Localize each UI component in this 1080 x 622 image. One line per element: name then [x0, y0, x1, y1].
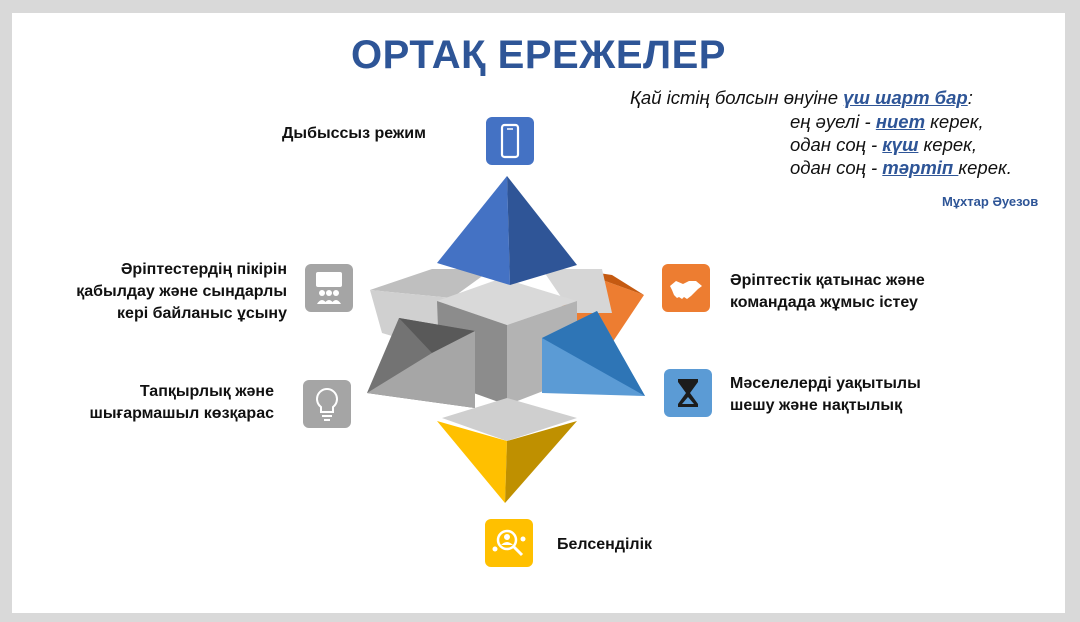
rule-feedback: Әріптестердің пікірін қабылдау және сынд…: [42, 259, 287, 325]
quote-text: одан соң -: [790, 157, 883, 178]
quote-text: ең әуелі -: [790, 111, 876, 132]
feedback-meeting-icon: [305, 264, 353, 312]
star-cube-diagram: [367, 176, 645, 503]
rule-creativity: Тапқырлық және шығармашыл көзқарас: [42, 381, 274, 425]
diagram-yellow-right: [505, 421, 577, 503]
rule-feedback-line: кері байланыс ұсыну: [117, 305, 287, 322]
diagram-gray-back-left: [370, 269, 492, 298]
rule-creativity-line: шығармашыл көзқарас: [89, 405, 274, 422]
rule-creativity-line: Тапқырлық және: [139, 383, 274, 400]
quote-line-3: одан соң - күш керек,: [790, 134, 977, 156]
quote-text: :: [967, 87, 973, 108]
rule-teamwork-line: Әріптестік қатынас және: [730, 272, 925, 289]
phone-icon: [486, 117, 534, 165]
lightbulb-icon: [303, 380, 351, 428]
diagram-gray-left-light: [367, 331, 475, 408]
quote-text: керек.: [958, 157, 1012, 178]
quote-line-4: одан соң - тәртіп керек.: [790, 157, 1012, 179]
quote-text: одан соң -: [790, 134, 883, 155]
hourglass-icon: [664, 369, 712, 417]
diagram-cube-top: [437, 278, 577, 325]
quote-highlight: үш шарт бар: [843, 87, 968, 108]
rule-activity: Белсенділік: [557, 536, 653, 553]
rule-teamwork-line: командада жұмыс істеу: [730, 294, 918, 311]
rule-silent-mode: Дыбыссыз режим: [282, 125, 426, 142]
diagram-gray-left-face: [399, 318, 475, 353]
slide: ОРТАҚ ЕРЕЖЕЛЕР Қай істің болсын өнуіне ү…: [12, 13, 1065, 613]
diagram-yellow-left: [437, 421, 507, 503]
quote-text: керек,: [918, 134, 978, 155]
diagram-blue-right: [507, 176, 577, 285]
quote-line-2: ең әуелі - ниет керек,: [790, 111, 984, 133]
rule-feedback-line: қабылдау және сындарлы: [76, 283, 287, 300]
quote-line-1: Қай істің болсын өнуіне үш шарт бар:: [630, 87, 973, 109]
rule-teamwork: Әріптестік қатынас және командада жұмыс …: [730, 270, 925, 314]
diagram-blue-left: [437, 176, 510, 285]
quote-author: Мұхтар Әуезов: [942, 194, 1039, 209]
quote-highlight: тәртіп: [882, 157, 959, 178]
rule-problem-solving-line: Мәселелерді уақытылы: [730, 375, 921, 392]
quote-text: керек,: [925, 111, 984, 132]
rule-problem-solving-line: шешу және нақтылық: [730, 397, 903, 414]
quote-highlight: ниет: [875, 111, 926, 132]
handshake-icon: [662, 264, 710, 312]
rule-problem-solving: Мәселелерді уақытылы шешу және нақтылық: [730, 373, 921, 417]
diagram-lightblue-shade: [542, 311, 645, 396]
quote-highlight: күш: [882, 134, 919, 155]
page-title: ОРТАҚ ЕРЕЖЕЛЕР: [351, 33, 726, 77]
diagram-gray-bottom-slab: [442, 398, 577, 441]
rule-feedback-line: Әріптестердің пікірін: [120, 261, 287, 278]
quote-text: Қай істің болсын өнуіне: [630, 87, 844, 108]
diagram-gray-back-right: [542, 269, 612, 313]
search-people-icon: [485, 519, 533, 567]
